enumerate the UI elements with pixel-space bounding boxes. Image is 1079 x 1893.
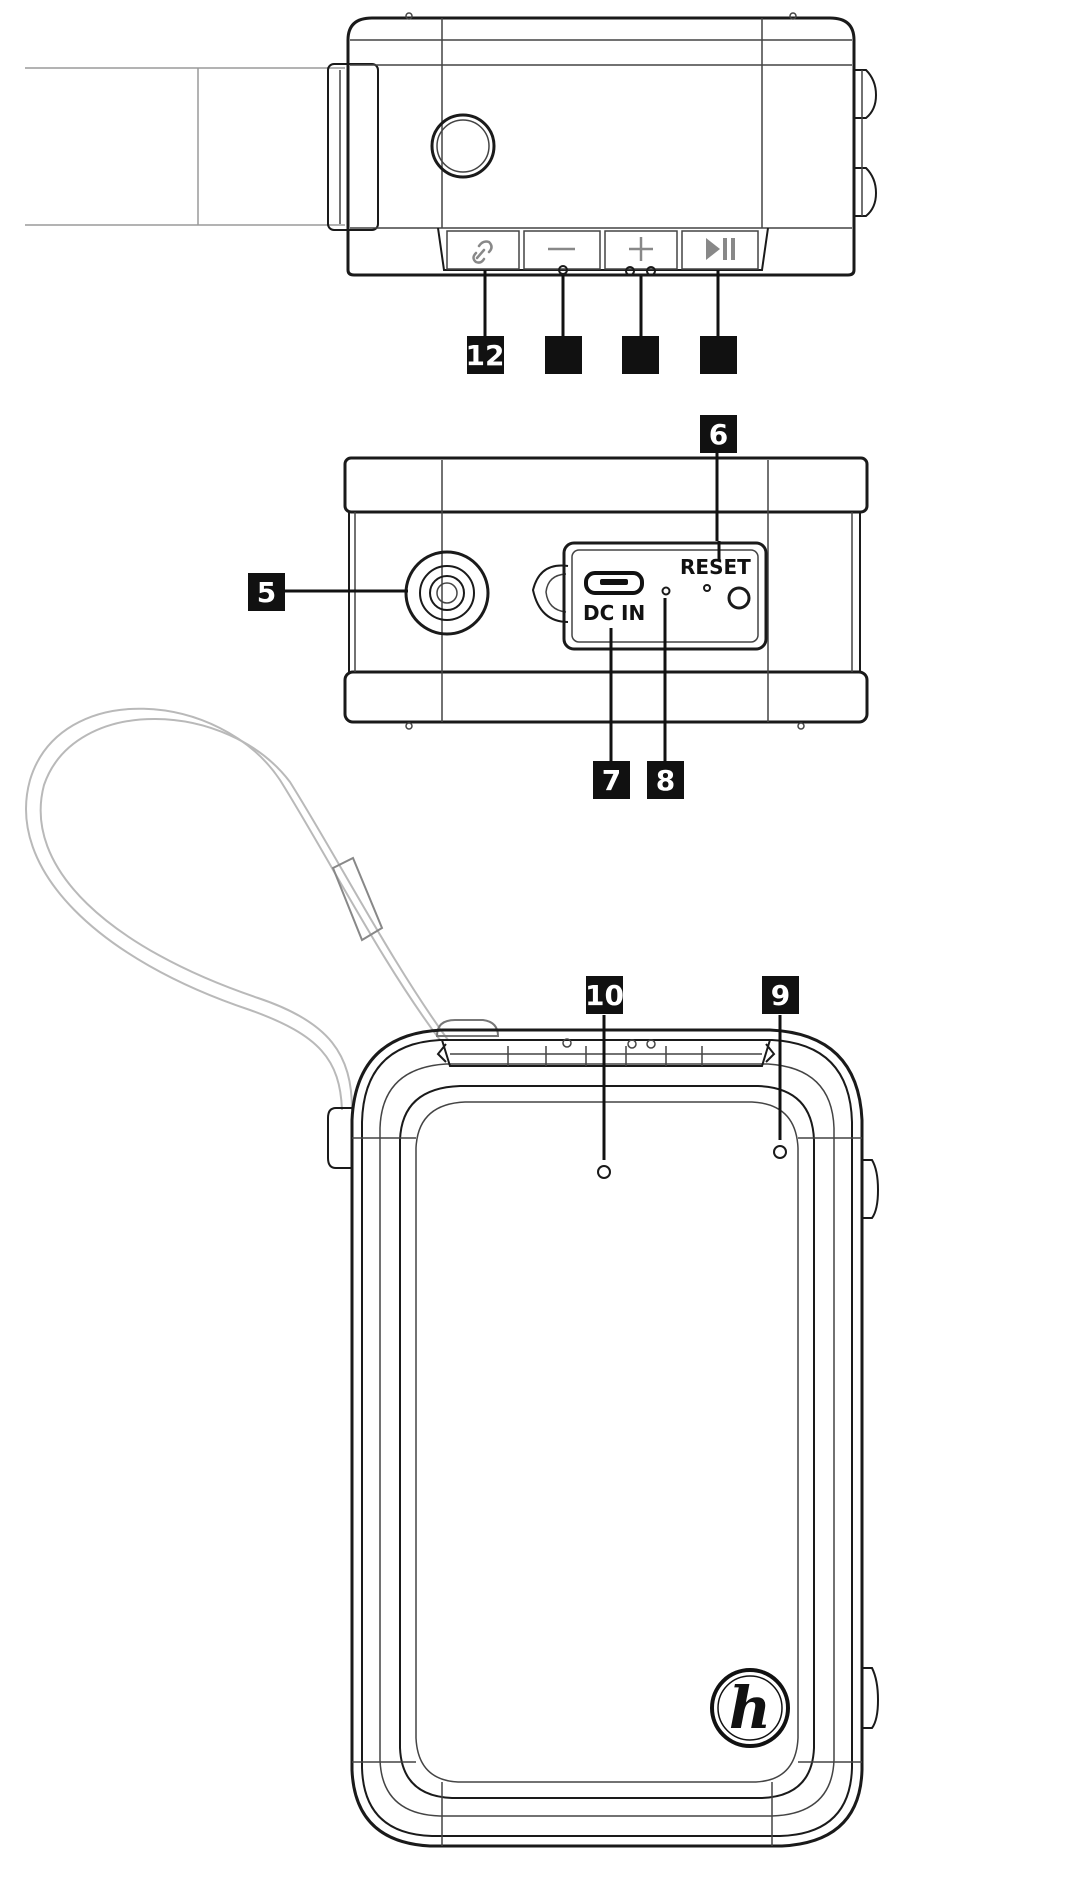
link-icon: [472, 240, 493, 264]
micro-usb-port: [584, 571, 644, 595]
right-indicator: [773, 1145, 787, 1159]
svg-text:9: 9: [771, 979, 790, 1012]
svg-text:8: 8: [656, 764, 675, 797]
svg-text:12: 12: [466, 339, 505, 372]
front-top-strip: [436, 1038, 776, 1067]
reset-label: RESET: [680, 555, 751, 579]
svg-text:6: 6: [709, 418, 728, 451]
callout-link-button: 12: [466, 336, 505, 374]
dc-label: DC: [583, 601, 614, 625]
back-view: DC IN RESET 5 6 7 8: [248, 415, 869, 799]
carry-strap: [25, 707, 500, 1111]
aux-in-jack: [404, 550, 490, 636]
callout-minus-button: [545, 336, 582, 374]
reset-button: [727, 586, 751, 610]
callout-plus-button: [622, 336, 659, 374]
svg-text:10: 10: [585, 979, 624, 1012]
left-indicator: [597, 1165, 611, 1179]
svg-text:7: 7: [602, 764, 621, 797]
callout-reset: 6: [700, 415, 737, 453]
plus-icon: [629, 237, 653, 261]
top-view: 12: [25, 12, 878, 374]
button-strip: [437, 227, 769, 271]
callout-right-indicator: 9: [762, 976, 799, 1014]
callout-aux-in: 5: [248, 573, 285, 611]
callout-led: 8: [647, 761, 684, 799]
front-view-body: [327, 1028, 880, 1848]
in-label: IN: [621, 601, 645, 625]
front-view: 10 9 h: [25, 707, 880, 1848]
svg-text:h: h: [729, 1674, 771, 1742]
brand-logo: h: [710, 1668, 790, 1748]
top-view-body: [346, 12, 878, 277]
strap-band: [25, 63, 379, 231]
play-pause-icon: [706, 238, 735, 260]
svg-text:5: 5: [257, 576, 276, 609]
status-led: [661, 586, 671, 596]
callout-dc-in: 7: [593, 761, 630, 799]
back-view-body: [343, 456, 869, 730]
callout-play-pause-button: [700, 336, 737, 374]
callout-left-indicator: 10: [585, 976, 624, 1014]
